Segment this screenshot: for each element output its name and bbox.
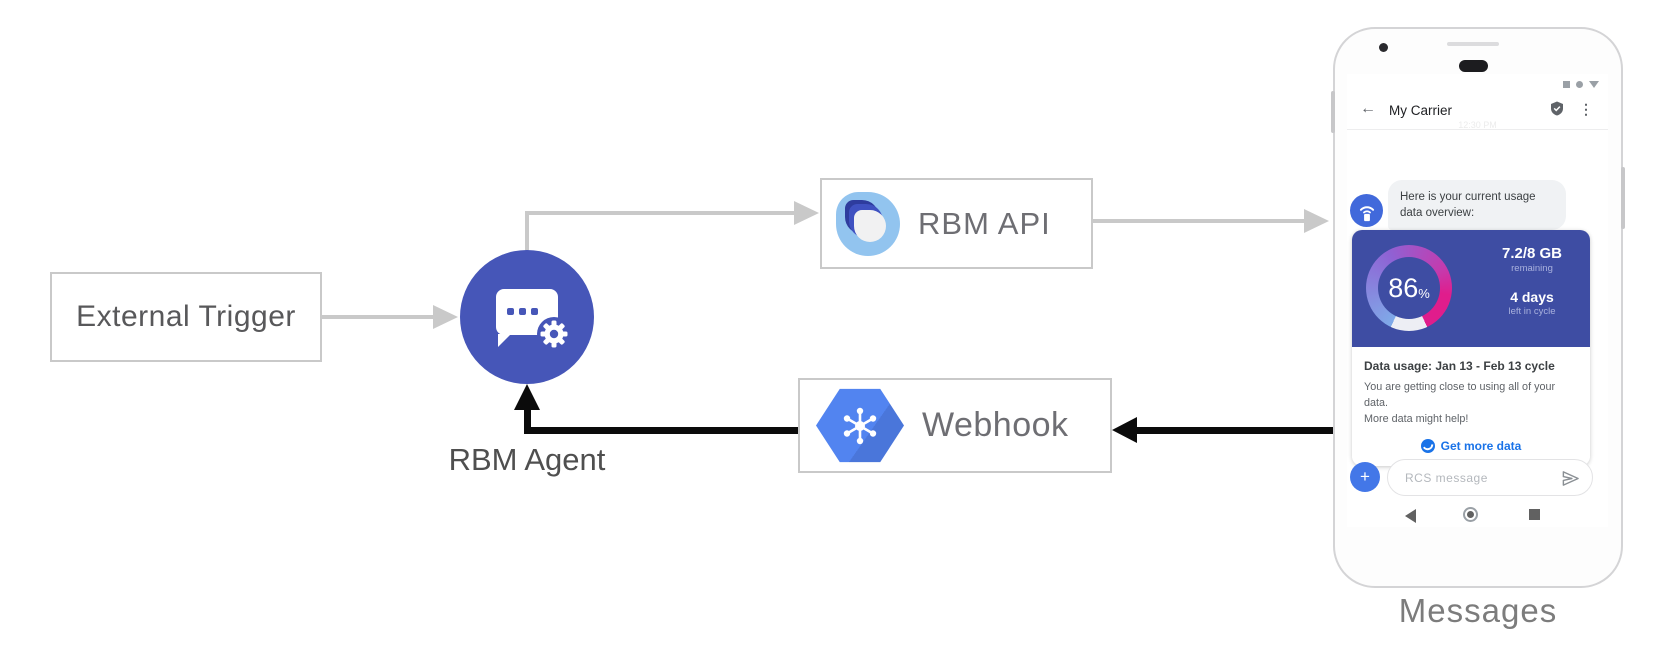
conversation-title: My Carrier	[1389, 103, 1452, 118]
header-divider	[1347, 129, 1608, 130]
webhook-box: Webhook	[798, 378, 1112, 473]
arrowhead-api-to-phone	[1304, 209, 1329, 233]
kebab-menu-icon[interactable]: ⋮	[1579, 101, 1593, 117]
webhook-hexagon-icon	[816, 388, 904, 463]
status-triangle-icon	[1589, 81, 1599, 88]
usage-card-text-line2: More data might help!	[1364, 413, 1469, 426]
get-more-data-label: Get more data	[1440, 438, 1522, 453]
cycle-label: left in cycle	[1508, 306, 1556, 317]
android-nav-bar	[1347, 505, 1608, 527]
arrow-webhook-to-agent-horizontal	[524, 427, 798, 434]
gear-icon	[536, 316, 572, 352]
data-usage-card: 86 % 7.2/8 GB remaining 4 days left in c…	[1352, 230, 1590, 466]
arrow-api-to-phone	[1093, 219, 1305, 223]
usage-card-title: Data usage: Jan 13 - Feb 13 cycle	[1364, 359, 1555, 373]
usage-percent: 86	[1388, 272, 1419, 303]
back-arrow-icon[interactable]: ←	[1360, 100, 1376, 117]
usage-card-text-line1: You are getting close to using all of yo…	[1364, 381, 1556, 410]
verified-shield-icon	[1550, 101, 1564, 121]
remaining-value: 7.2/8 GB	[1501, 245, 1563, 262]
earpiece	[1459, 60, 1488, 72]
arrow-webhook-to-agent-vertical	[524, 408, 531, 431]
nav-home-icon[interactable]	[1463, 507, 1478, 522]
arrowhead-into-webhook	[1112, 417, 1137, 443]
webhook-label: Webhook	[922, 406, 1069, 444]
chat-dot-icon	[519, 308, 526, 315]
message-input-pill	[1387, 459, 1593, 496]
messages-caption: Messages	[1398, 592, 1558, 629]
send-icon[interactable]	[1561, 469, 1580, 493]
usage-stats: 7.2/8 GB remaining 4 days left in cycle	[1482, 245, 1582, 317]
side-button-right	[1621, 167, 1625, 229]
usage-gauge-panel: 86 % 7.2/8 GB remaining 4 days left in c…	[1352, 230, 1590, 347]
nav-recents-icon[interactable]	[1529, 509, 1540, 520]
rbm-api-box: RBM API	[820, 178, 1093, 269]
nav-back-icon[interactable]	[1405, 509, 1416, 523]
speaker-grille	[1447, 42, 1499, 46]
phone-screen: ← My Carrier ⋮ 12:30 PM Here is your cur…	[1347, 74, 1608, 527]
arrowhead-into-agent	[514, 384, 540, 410]
arrow-agent-to-api-vertical	[525, 211, 529, 252]
chat-dot-icon	[507, 308, 514, 315]
chat-bubble-tail	[498, 334, 511, 347]
cycle-value: 4 days	[1510, 289, 1554, 305]
camera-dot-icon	[1379, 43, 1388, 52]
rbm-api-label: RBM API	[918, 205, 1051, 241]
usage-card-body: Data usage: Jan 13 - Feb 13 cycle You ar…	[1352, 347, 1590, 466]
status-bar	[1563, 81, 1599, 88]
get-more-data-button[interactable]: Get more data	[1364, 438, 1578, 453]
arrow-trigger-to-agent	[322, 315, 434, 319]
status-square-icon	[1563, 81, 1570, 88]
arrowhead-agent-to-api	[794, 201, 819, 225]
usage-percent-sign: %	[1418, 285, 1430, 301]
external-trigger-label: External Trigger	[76, 300, 296, 333]
side-button-left	[1331, 91, 1335, 133]
arrow-phone-to-webhook	[1137, 427, 1333, 434]
get-more-data-icon	[1420, 438, 1435, 453]
usage-gauge: 86 %	[1366, 245, 1452, 331]
rcs-message-input[interactable]	[1405, 470, 1545, 485]
rbm-agent-node	[460, 250, 594, 384]
carrier-avatar	[1350, 194, 1383, 227]
chat-dot-icon	[531, 308, 538, 315]
attach-plus-button[interactable]: +	[1350, 462, 1380, 492]
timestamp: 12:30 PM	[1458, 120, 1497, 130]
rbm-agent-caption: RBM Agent	[448, 442, 606, 477]
arrowhead-trigger-to-agent	[433, 305, 458, 329]
arrow-agent-to-api-horizontal	[525, 211, 795, 215]
remaining-label: remaining	[1511, 263, 1553, 274]
external-trigger-box: External Trigger	[50, 272, 322, 362]
phone-mockup: ← My Carrier ⋮ 12:30 PM Here is your cur…	[1331, 27, 1625, 588]
status-circle-icon	[1576, 81, 1583, 88]
rbm-api-logo-icon	[836, 191, 900, 256]
bot-message-bubble: Here is your current usage data overview…	[1388, 180, 1566, 231]
